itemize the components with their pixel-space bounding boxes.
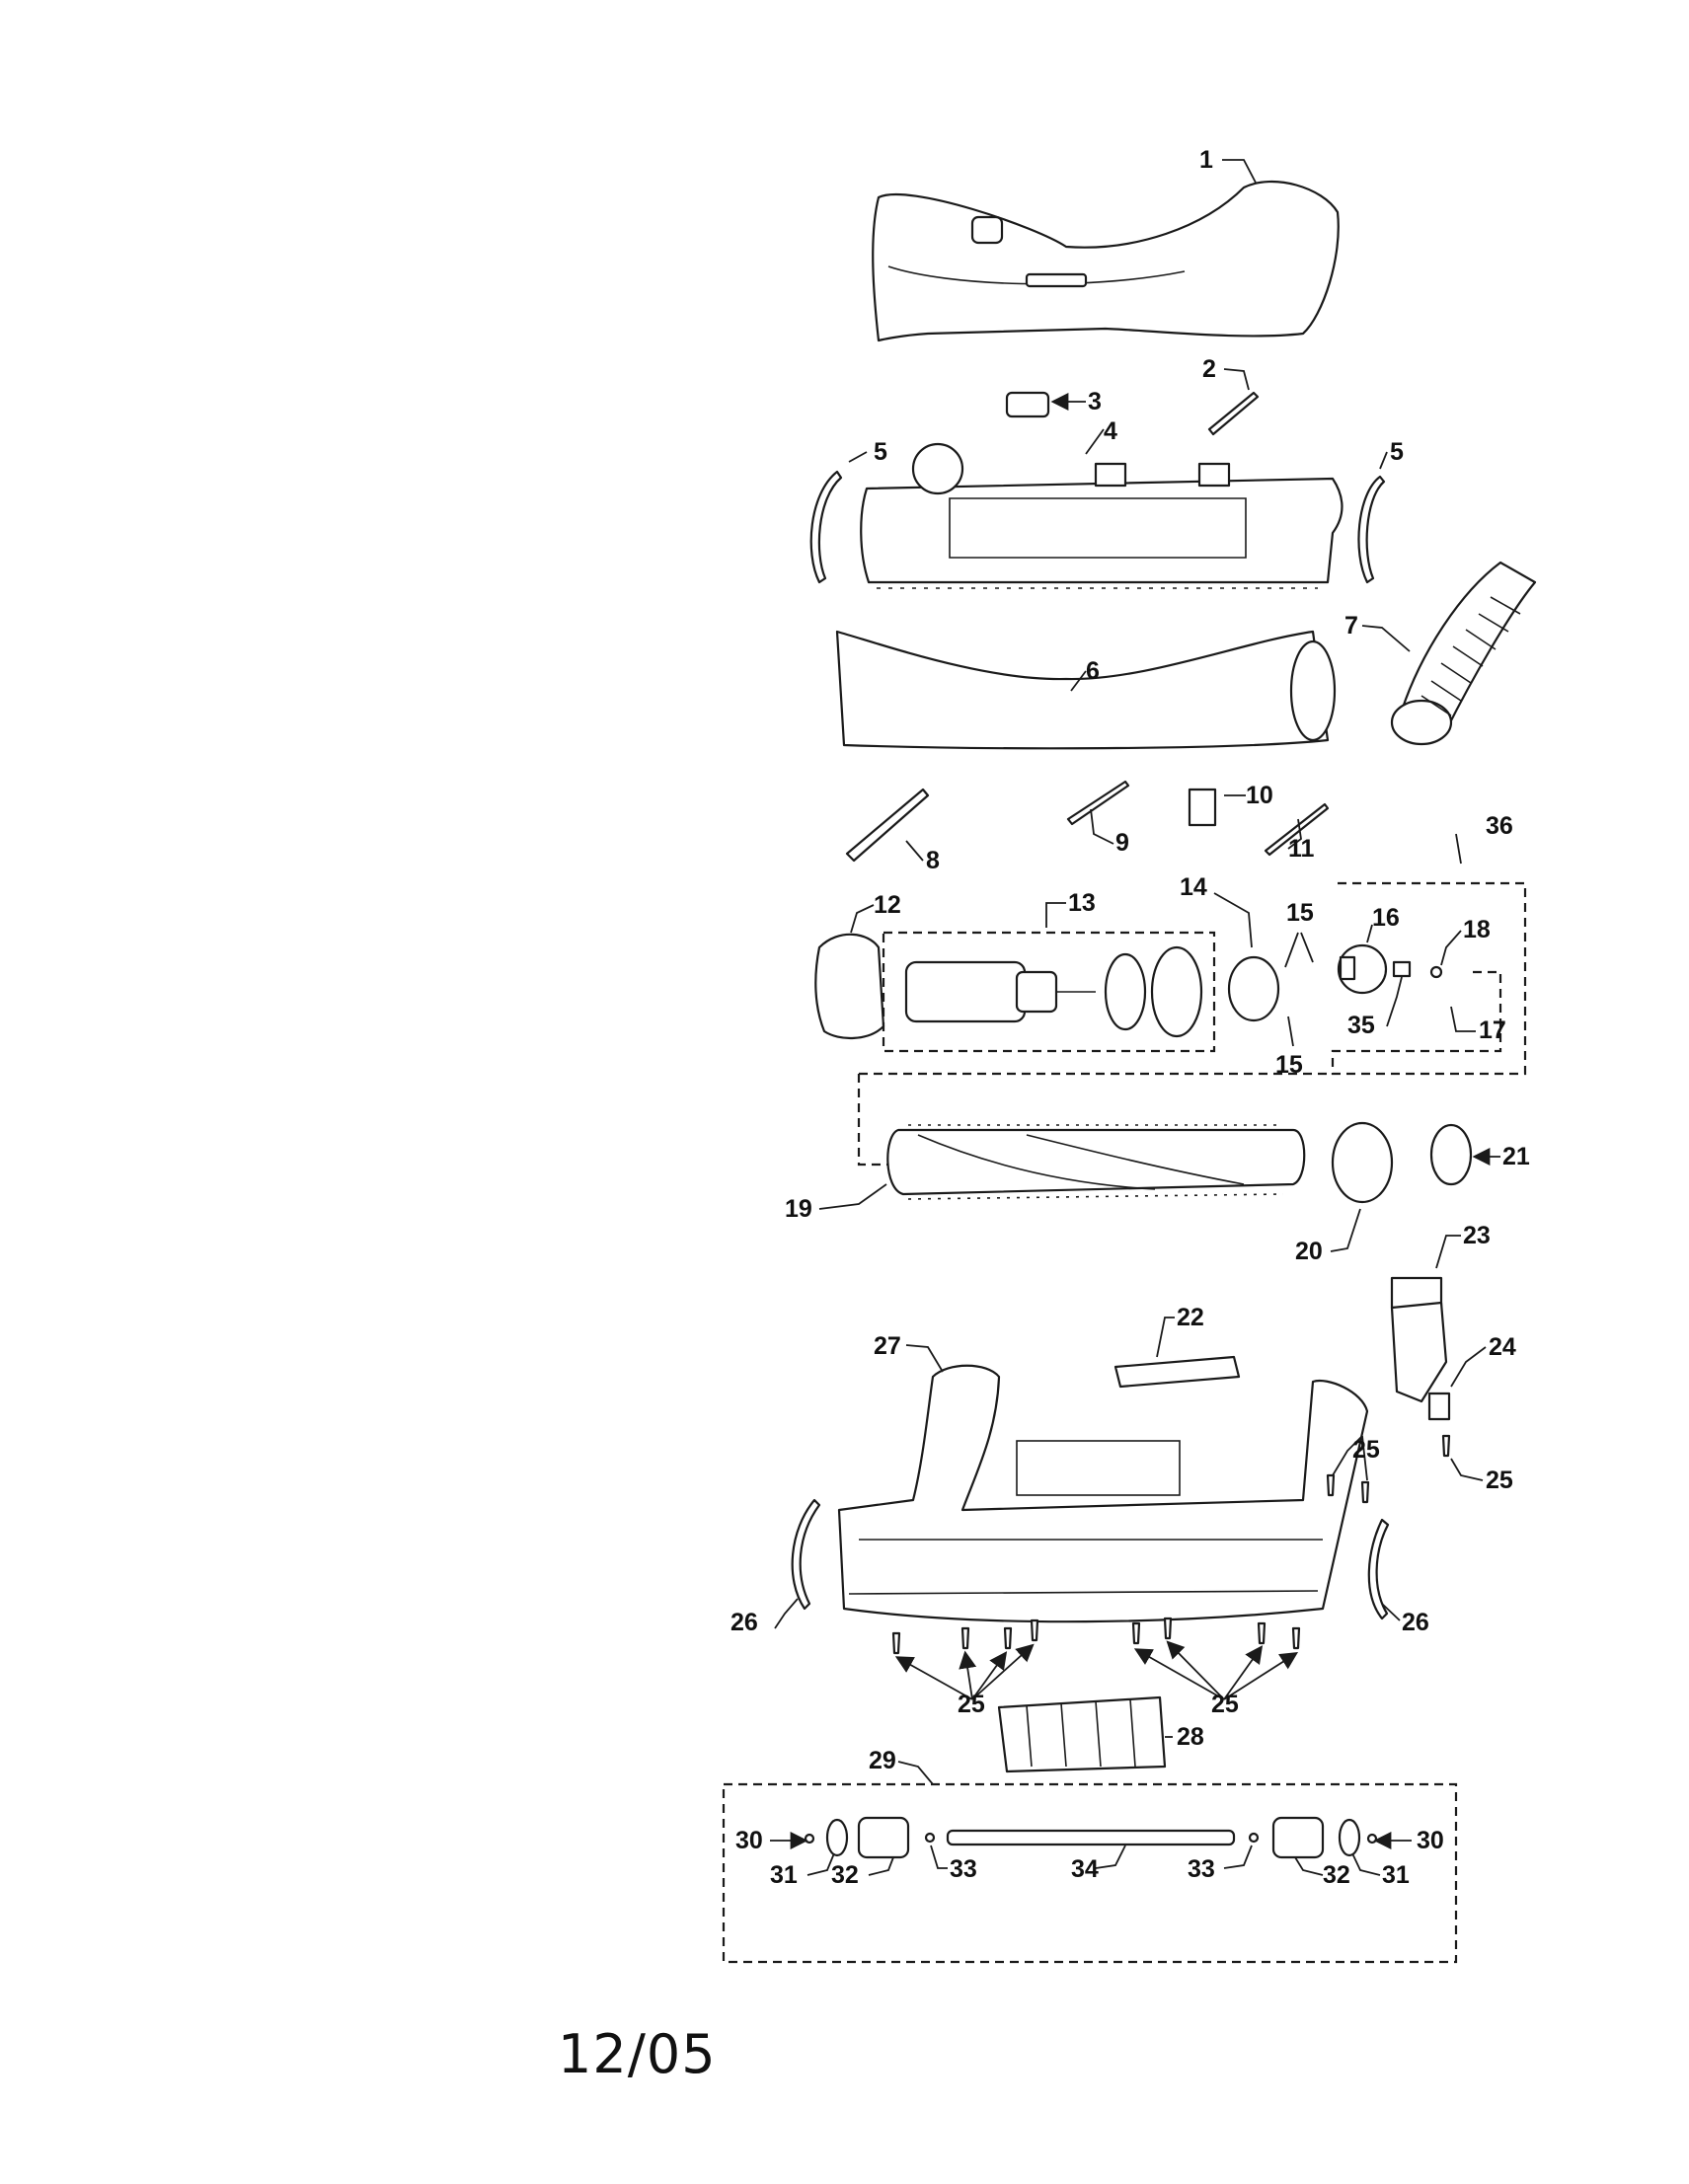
callout-24: 24 xyxy=(1489,1333,1516,1361)
part-1-hood-cover xyxy=(872,180,1340,342)
part-26-side-clip-left xyxy=(791,1498,821,1611)
callout-14: 14 xyxy=(1180,873,1207,901)
callout-18: 18 xyxy=(1463,916,1491,943)
callout-12: 12 xyxy=(874,891,901,919)
callout-30-left: 30 xyxy=(735,1827,763,1854)
callout-21: 21 xyxy=(1502,1143,1530,1170)
group-13-motor-assembly-box xyxy=(882,931,1216,1053)
leader-lines xyxy=(770,159,1500,1876)
callout-15-top: 15 xyxy=(1286,899,1314,927)
part-10-tag xyxy=(1188,788,1217,827)
callout-labels: 1 2 3 4 5 5 6 7 8 9 10 11 12 13 14 15 15… xyxy=(730,146,1530,1889)
part-4-upper-housing xyxy=(860,442,1344,589)
callout-23: 23 xyxy=(1463,1222,1491,1249)
part-5-side-clip-right xyxy=(1357,475,1386,584)
part-9-rod xyxy=(1066,780,1130,826)
part-19-brushroll xyxy=(886,1124,1306,1200)
callout-10: 10 xyxy=(1246,782,1273,809)
callout-33-right: 33 xyxy=(1188,1855,1215,1883)
part-25-screws xyxy=(891,1434,1451,1655)
part-2-rod xyxy=(1207,391,1260,436)
part-13-motor xyxy=(904,945,1203,1038)
callout-22: 22 xyxy=(1177,1304,1204,1331)
part-35-pin xyxy=(1392,960,1412,978)
part-18-ring xyxy=(1429,965,1443,979)
callout-26-right: 26 xyxy=(1402,1609,1429,1636)
callout-3: 3 xyxy=(1088,388,1102,415)
callout-9: 9 xyxy=(1115,829,1129,857)
part-24-clip xyxy=(1427,1392,1451,1421)
callout-13: 13 xyxy=(1068,889,1096,917)
part-21-ring xyxy=(1429,1123,1473,1186)
callout-16: 16 xyxy=(1372,904,1400,932)
group-29-axle-assembly-box xyxy=(722,1782,1458,1964)
part-12-end-cap xyxy=(814,933,885,1040)
callout-4: 4 xyxy=(1104,417,1117,445)
part-3-clip xyxy=(1005,391,1050,418)
date-code: 12/05 xyxy=(558,2023,717,2085)
callout-34: 34 xyxy=(1071,1855,1099,1883)
callout-25-bottom-left: 25 xyxy=(958,1691,985,1718)
part-14-bearing xyxy=(1227,955,1280,1022)
callout-15-bottom: 15 xyxy=(1275,1051,1303,1079)
callout-6: 6 xyxy=(1086,657,1100,685)
group-36-assembly-box xyxy=(1331,881,1527,1076)
part-27-base-housing xyxy=(837,1364,1369,1623)
part-20-end-cap xyxy=(1331,1121,1394,1204)
callout-1: 1 xyxy=(1199,146,1213,174)
callout-17: 17 xyxy=(1479,1017,1506,1044)
callout-8: 8 xyxy=(926,847,940,874)
callout-11: 11 xyxy=(1288,835,1315,863)
callout-32-left: 32 xyxy=(831,1861,859,1889)
callout-33-left: 33 xyxy=(950,1855,977,1883)
part-22-bar xyxy=(1113,1355,1241,1389)
part-28-grille xyxy=(997,1695,1167,1773)
part-7-flex-hose xyxy=(1390,561,1537,746)
callout-5-left: 5 xyxy=(874,438,887,466)
callout-25-right-lower: 25 xyxy=(1486,1467,1513,1494)
part-11-rod xyxy=(1264,802,1330,857)
callout-26-left: 26 xyxy=(730,1609,758,1636)
callout-27: 27 xyxy=(874,1332,901,1360)
callout-2: 2 xyxy=(1202,355,1216,383)
callout-20: 20 xyxy=(1295,1238,1323,1265)
callout-35: 35 xyxy=(1347,1012,1375,1039)
part-16-gear-hub xyxy=(1337,943,1388,995)
group-19-brushroll-box xyxy=(857,1072,1328,1167)
callout-31-left: 31 xyxy=(770,1861,798,1889)
callout-19: 19 xyxy=(785,1195,812,1223)
callout-5-right: 5 xyxy=(1390,438,1404,466)
callout-28: 28 xyxy=(1177,1723,1204,1751)
callout-7: 7 xyxy=(1344,612,1358,640)
part-5-side-clip-left xyxy=(809,470,843,584)
callout-25-right-upper: 25 xyxy=(1352,1436,1380,1464)
callout-30-right: 30 xyxy=(1417,1827,1444,1854)
callout-29: 29 xyxy=(869,1747,896,1774)
callout-31-right: 31 xyxy=(1382,1861,1410,1889)
axle-parts xyxy=(804,1816,1378,1859)
callout-36: 36 xyxy=(1486,812,1513,840)
callout-32-right: 32 xyxy=(1323,1861,1350,1889)
part-23-pedal xyxy=(1390,1276,1448,1403)
part-8-strip xyxy=(845,788,930,863)
callout-25-bottom-right: 25 xyxy=(1211,1691,1239,1718)
part-6-bumper-shell xyxy=(835,630,1337,750)
part-26-side-clip-right xyxy=(1367,1518,1390,1620)
